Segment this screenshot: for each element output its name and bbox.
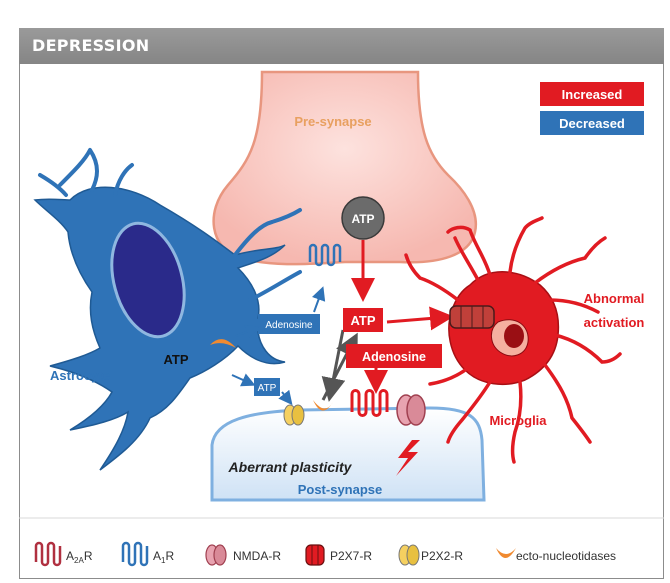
adenosine-decreased-label: Adenosine [265, 320, 313, 331]
legend-decreased-label: Decreased [559, 116, 625, 131]
abnormal-activation-line2: activation [584, 315, 645, 330]
atp-to-p2x2-arrow [282, 392, 290, 402]
legend: Increased Decreased [540, 82, 644, 135]
legend-a1-label: A1R [153, 549, 174, 565]
astrocyte-label: Astrocyte [50, 368, 110, 383]
adenosine-to-a1-arrow [314, 290, 322, 312]
microglia-label: Microglia [489, 413, 547, 428]
legend-a2a-label: A2AR [66, 549, 93, 565]
astro-to-atp-arrow [232, 375, 252, 384]
postsynaptic-nmda-receptor [397, 395, 425, 425]
bottom-legend: A2AR A1R NMDA-R P2X7-R P2X2-R ecto-nucle… [19, 518, 664, 565]
astrocyte-atp-label: ATP [163, 352, 188, 367]
legend-p2x7-label: P2X7-R [330, 549, 372, 563]
legend-increased-label: Increased [562, 87, 623, 102]
legend-a1-icon [123, 543, 147, 565]
legend-ecto-icon [496, 548, 516, 558]
aberrant-plasticity-label: Aberrant plasticity [228, 459, 353, 475]
postsynapse-label: Post-synapse [298, 482, 383, 497]
legend-ecto-label: ecto-nucleotidases [516, 549, 616, 563]
adenosine-increased-label: Adenosine [362, 350, 426, 364]
legend-a2a-icon [36, 543, 60, 565]
legend-nmda-label: NMDA-R [233, 549, 281, 563]
atp-increased-label: ATP [350, 313, 375, 328]
microglia-p2x7-receptor [450, 306, 494, 328]
atp-decreased-label: ATP [258, 383, 277, 394]
presynapse-label: Pre-synapse [294, 114, 371, 129]
legend-p2x7-icon [306, 545, 324, 565]
postsynaptic-p2x2-receptor [284, 405, 304, 425]
atp-vesicle-label: ATP [351, 212, 374, 226]
legend-p2x2-label: P2X2-R [421, 549, 463, 563]
atp-to-microglia-arrow [387, 317, 448, 322]
abnormal-activation-line1: Abnormal [584, 291, 645, 306]
